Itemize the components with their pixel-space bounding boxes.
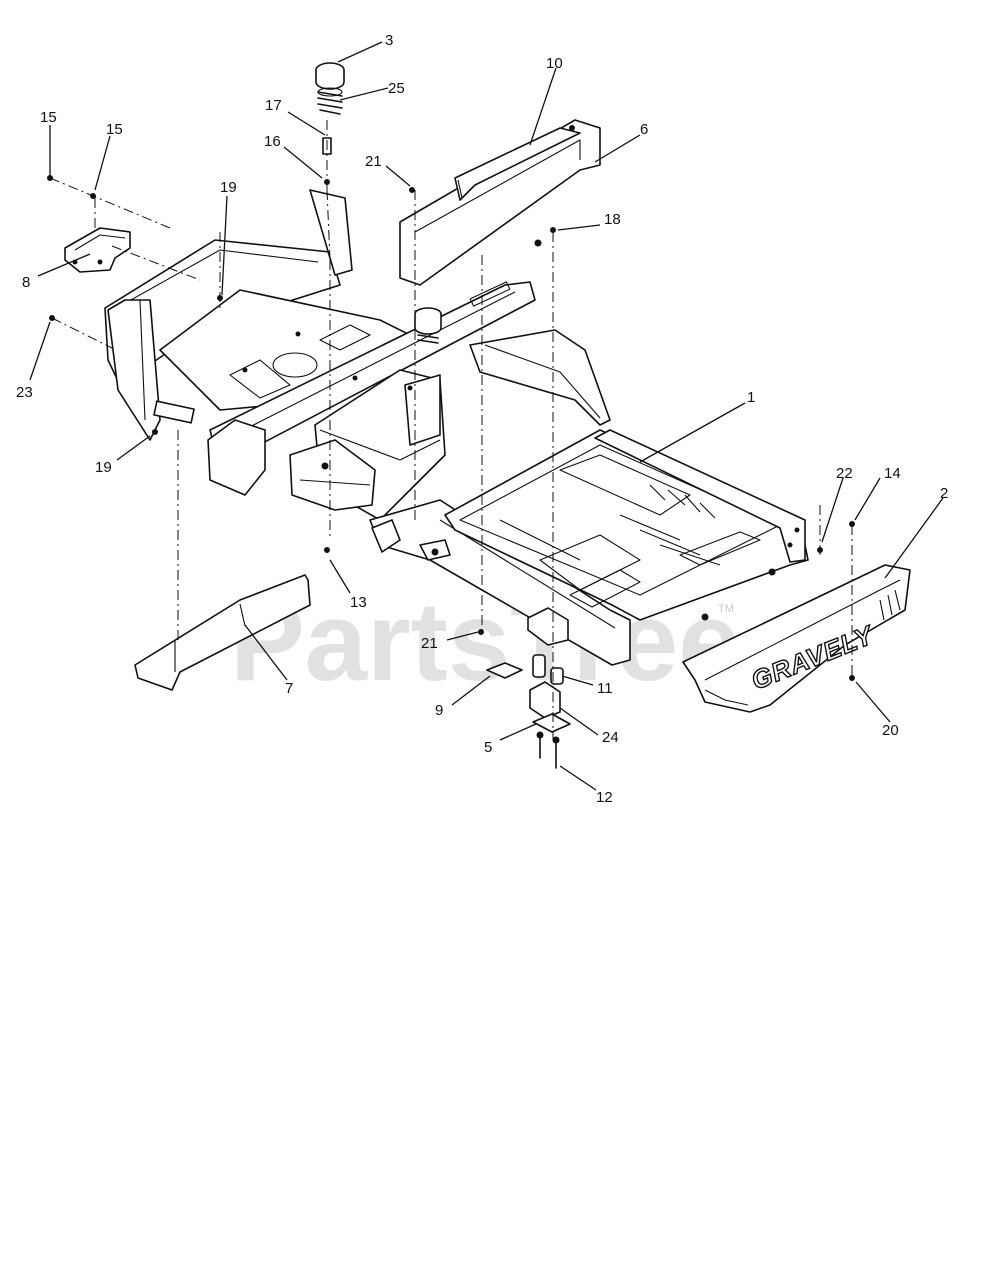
leader-lines [29,41,944,791]
callout-16: 16 [264,133,281,150]
part-5-plate [532,713,571,733]
part-6-rear-panel [399,119,601,286]
callout-20: 20 [882,722,899,739]
callout-22: 22 [836,465,853,482]
part-9-plate [486,662,523,679]
part-12-bolts [536,731,560,769]
callout-12: 12 [596,789,613,806]
part-1-main-frame [104,189,809,666]
callout-18: 18 [604,211,621,228]
callout-11: 11 [597,680,613,697]
part-11-bushing [532,654,564,685]
callout-21a: 21 [365,153,382,170]
callout-10: 10 [546,55,563,72]
assembly-centerlines [49,120,853,740]
callout-1: 1 [747,389,755,406]
part-7-shield [134,574,311,691]
callout-14: 14 [884,465,901,482]
callout-19b: 19 [95,459,112,476]
callout-15b: 15 [106,121,123,138]
part-10-cover-strip [454,127,581,201]
callout-15a: 15 [40,109,57,126]
callout-9: 9 [435,702,443,719]
callout-5: 5 [484,739,492,756]
seat-bumper [414,307,442,344]
part-25-spring [317,87,343,115]
watermark-tm: TM [718,603,734,615]
callout-24: 24 [602,729,619,746]
part-3-cap [315,62,345,90]
callout-6: 6 [640,121,648,138]
callout-13: 13 [350,594,367,611]
callout-labels: 1 2 3 5 6 7 8 9 10 11 12 13 14 15 15 16 … [16,32,948,806]
callout-2: 2 [940,485,948,502]
callout-23: 23 [16,384,33,401]
fasteners [47,175,855,681]
part-24-clip [529,681,561,719]
callout-8: 8 [22,274,30,291]
callout-17: 17 [265,97,282,114]
part-8-bracket [64,227,131,273]
callout-19a: 19 [220,179,237,196]
callout-7: 7 [285,680,293,697]
callout-25: 25 [388,80,405,97]
callout-21b: 21 [421,635,438,652]
callout-3: 3 [385,32,393,49]
